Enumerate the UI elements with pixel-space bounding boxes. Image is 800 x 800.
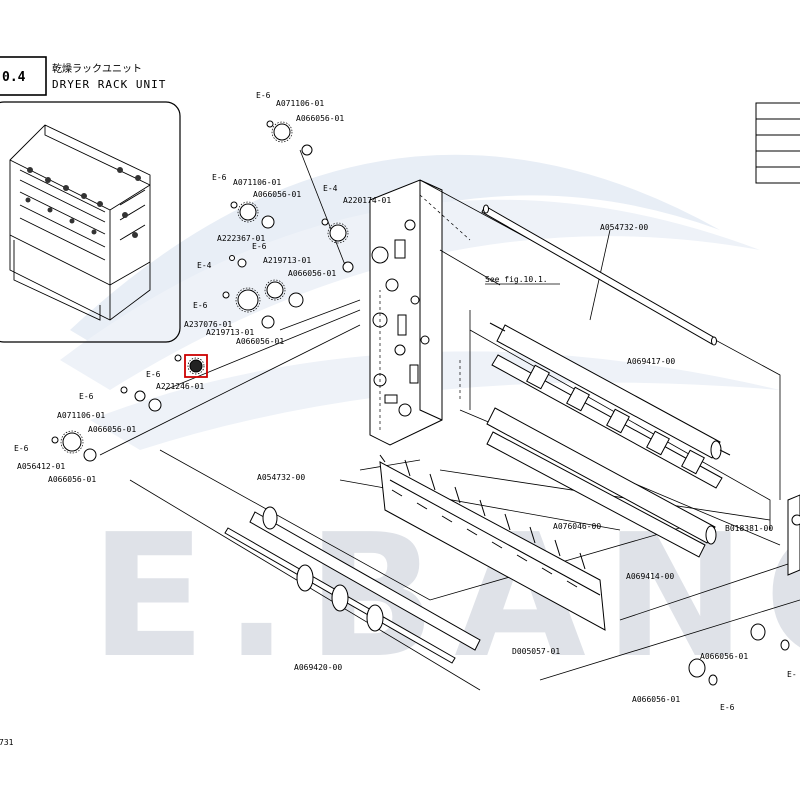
label-d005057: D005057-01 (512, 647, 560, 656)
roller-a069414 (491, 354, 723, 489)
label-e6-gear: E-6 (193, 301, 208, 310)
label-a069414: A069414-00 (626, 572, 674, 581)
frame-plate (369, 179, 443, 446)
section-header: 0.4 乾燥ラックユニット DRYER RACK UNIT (0, 56, 166, 96)
label-b018381: B018381-00 (725, 524, 773, 533)
label-a066056-right: A066056-01 (700, 652, 748, 661)
shaft-upper (481, 204, 717, 346)
gears (51, 120, 354, 462)
title-japanese: 乾燥ラックユニット (52, 62, 142, 75)
highlighted-part-a221246[interactable] (184, 354, 208, 378)
label-a069420: A069420-00 (294, 663, 342, 672)
label-e6-left: E-6 (212, 173, 227, 182)
title-english: DRYER RACK UNIT (52, 78, 166, 91)
label-a222367: A222367-01 (217, 234, 265, 243)
label-e4-upper: E-4 (323, 184, 338, 193)
label-a076046: A076046-00 (553, 522, 601, 531)
label-a066056-top: A066056-01 (296, 114, 344, 123)
label-a054732-top: A054732-00 (600, 223, 648, 232)
revision-table (755, 102, 800, 184)
label-a071106-left: A071106-01 (233, 178, 281, 187)
label-a219713-lower: A219713-01 (206, 328, 254, 337)
roller-a069420 (224, 506, 481, 664)
page-reference: 731 (0, 738, 14, 747)
label-a056412: A056412-01 (17, 462, 65, 471)
gear-teeth (60, 121, 349, 454)
label-a066056-right-bottom: A066056-01 (632, 695, 680, 704)
label-e6-top: E-6 (256, 91, 271, 100)
section-number: 0.4 (2, 70, 26, 85)
label-a219713-upper: A219713-01 (263, 256, 311, 265)
label-e4-mid: E-4 (197, 261, 212, 270)
label-e6-mid: E-6 (252, 242, 267, 251)
label-a237076: A237076-01 (184, 320, 232, 329)
rack-comb-d005057 (379, 454, 606, 631)
label-a066056-bottom: A066056-01 (88, 425, 136, 434)
label-a066056-lower: A066056-01 (236, 337, 284, 346)
right-bracket (688, 494, 800, 686)
label-a071106-bottom: A071106-01 (57, 411, 105, 420)
label-a069417: A069417-00 (627, 357, 675, 366)
label-e6-far-left: E-6 (14, 444, 29, 453)
label-e6-bottom-left: E-6 (79, 392, 94, 401)
roller-a069417 (489, 322, 731, 460)
label-a054732-bottom: A054732-00 (257, 473, 305, 482)
roller-b018381 (486, 407, 717, 545)
dashed-guides (379, 194, 471, 430)
label-a066056-far-left: A066056-01 (48, 475, 96, 484)
label-e-right: E- (787, 670, 797, 679)
label-a220174: A220174-01 (343, 196, 391, 205)
see-fig-reference[interactable]: See fig.10.1. (485, 275, 548, 284)
label-a066056-mid: A066056-01 (288, 269, 336, 278)
label-a066056-left: A066056-01 (253, 190, 301, 199)
label-a221246: A221246-01 (156, 382, 204, 391)
unit-overview-inset (0, 101, 181, 343)
label-e6-right-bottom: E-6 (720, 703, 735, 712)
label-a071106-top: A071106-01 (276, 99, 324, 108)
label-e6-highlight: E-6 (146, 370, 161, 379)
roller-a076046 (486, 431, 706, 558)
